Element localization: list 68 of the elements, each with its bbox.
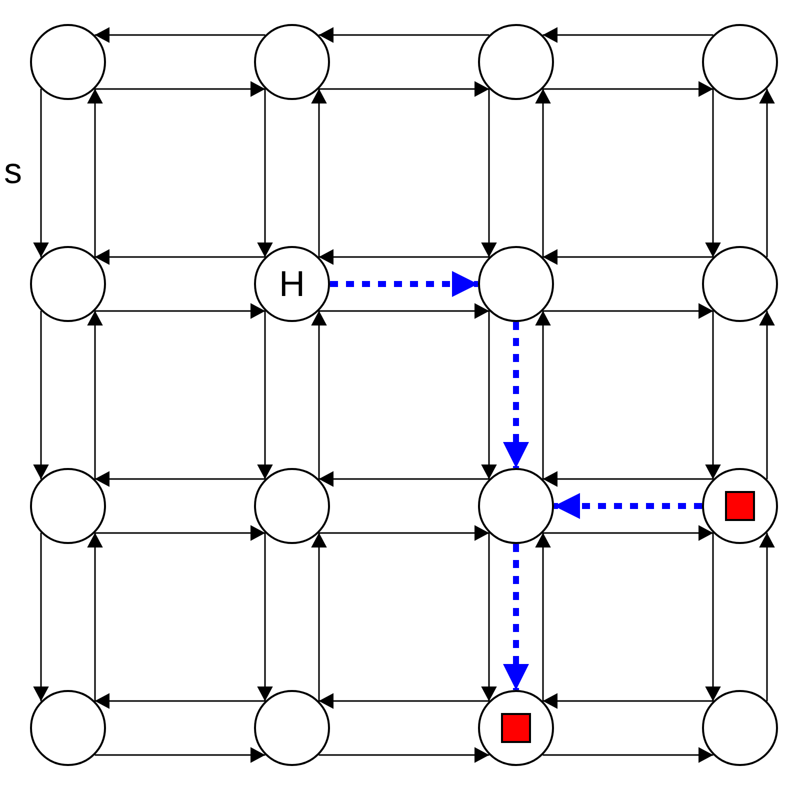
arrow [318, 81, 490, 97]
arrow [257, 88, 273, 258]
arrow [257, 310, 273, 480]
arrow [311, 532, 327, 702]
arrow [311, 88, 327, 258]
arrow [33, 532, 49, 702]
arrow [554, 493, 702, 519]
arrow [94, 693, 266, 709]
arrow [542, 27, 714, 43]
arrow [705, 310, 721, 480]
arrow [481, 532, 497, 702]
square-marker [501, 713, 531, 743]
arrow [94, 303, 266, 319]
empty-circle [30, 468, 106, 544]
arrow [318, 471, 490, 487]
empty-circle [478, 690, 554, 766]
empty-circle [30, 246, 106, 322]
state-circle [254, 246, 330, 322]
node-label: H [279, 263, 305, 305]
arrow [257, 532, 273, 702]
arrow [705, 532, 721, 702]
arrow [87, 310, 103, 480]
empty-circle [478, 246, 554, 322]
arrow [87, 88, 103, 258]
arrow [318, 249, 490, 265]
arrow [330, 271, 478, 297]
arrow [759, 532, 775, 702]
arrow [311, 310, 327, 480]
arrow [542, 471, 714, 487]
arrow [94, 27, 266, 43]
arrow [542, 303, 714, 319]
arrow [94, 249, 266, 265]
arrow [542, 249, 714, 265]
arrow [542, 747, 714, 763]
empty-circle [702, 246, 778, 322]
arrow [542, 525, 714, 541]
empty-circle [254, 468, 330, 544]
arrow [94, 525, 266, 541]
arrow [318, 303, 490, 319]
arrow [503, 544, 529, 690]
arrow [535, 532, 551, 702]
arrow [481, 88, 497, 258]
arrow [535, 88, 551, 258]
empty-circle [478, 24, 554, 100]
arrow [759, 310, 775, 480]
arrow [318, 693, 490, 709]
empty-circle [478, 468, 554, 544]
arrow [705, 88, 721, 258]
square-marker [725, 491, 755, 521]
arrow [94, 747, 266, 763]
empty-circle [254, 24, 330, 100]
arrow [318, 525, 490, 541]
empty-circle [702, 468, 778, 544]
arrow [33, 88, 49, 258]
arrow [318, 27, 490, 43]
arrow [759, 88, 775, 258]
arrow [542, 693, 714, 709]
arrow [94, 81, 266, 97]
arrow [318, 747, 490, 763]
arrow [94, 471, 266, 487]
arrow [542, 81, 714, 97]
arrow [503, 322, 529, 468]
arrow [33, 310, 49, 480]
arrow [87, 532, 103, 702]
arrow [535, 310, 551, 480]
empty-circle [254, 690, 330, 766]
axis-letter: s [4, 150, 22, 192]
arrow [481, 310, 497, 480]
